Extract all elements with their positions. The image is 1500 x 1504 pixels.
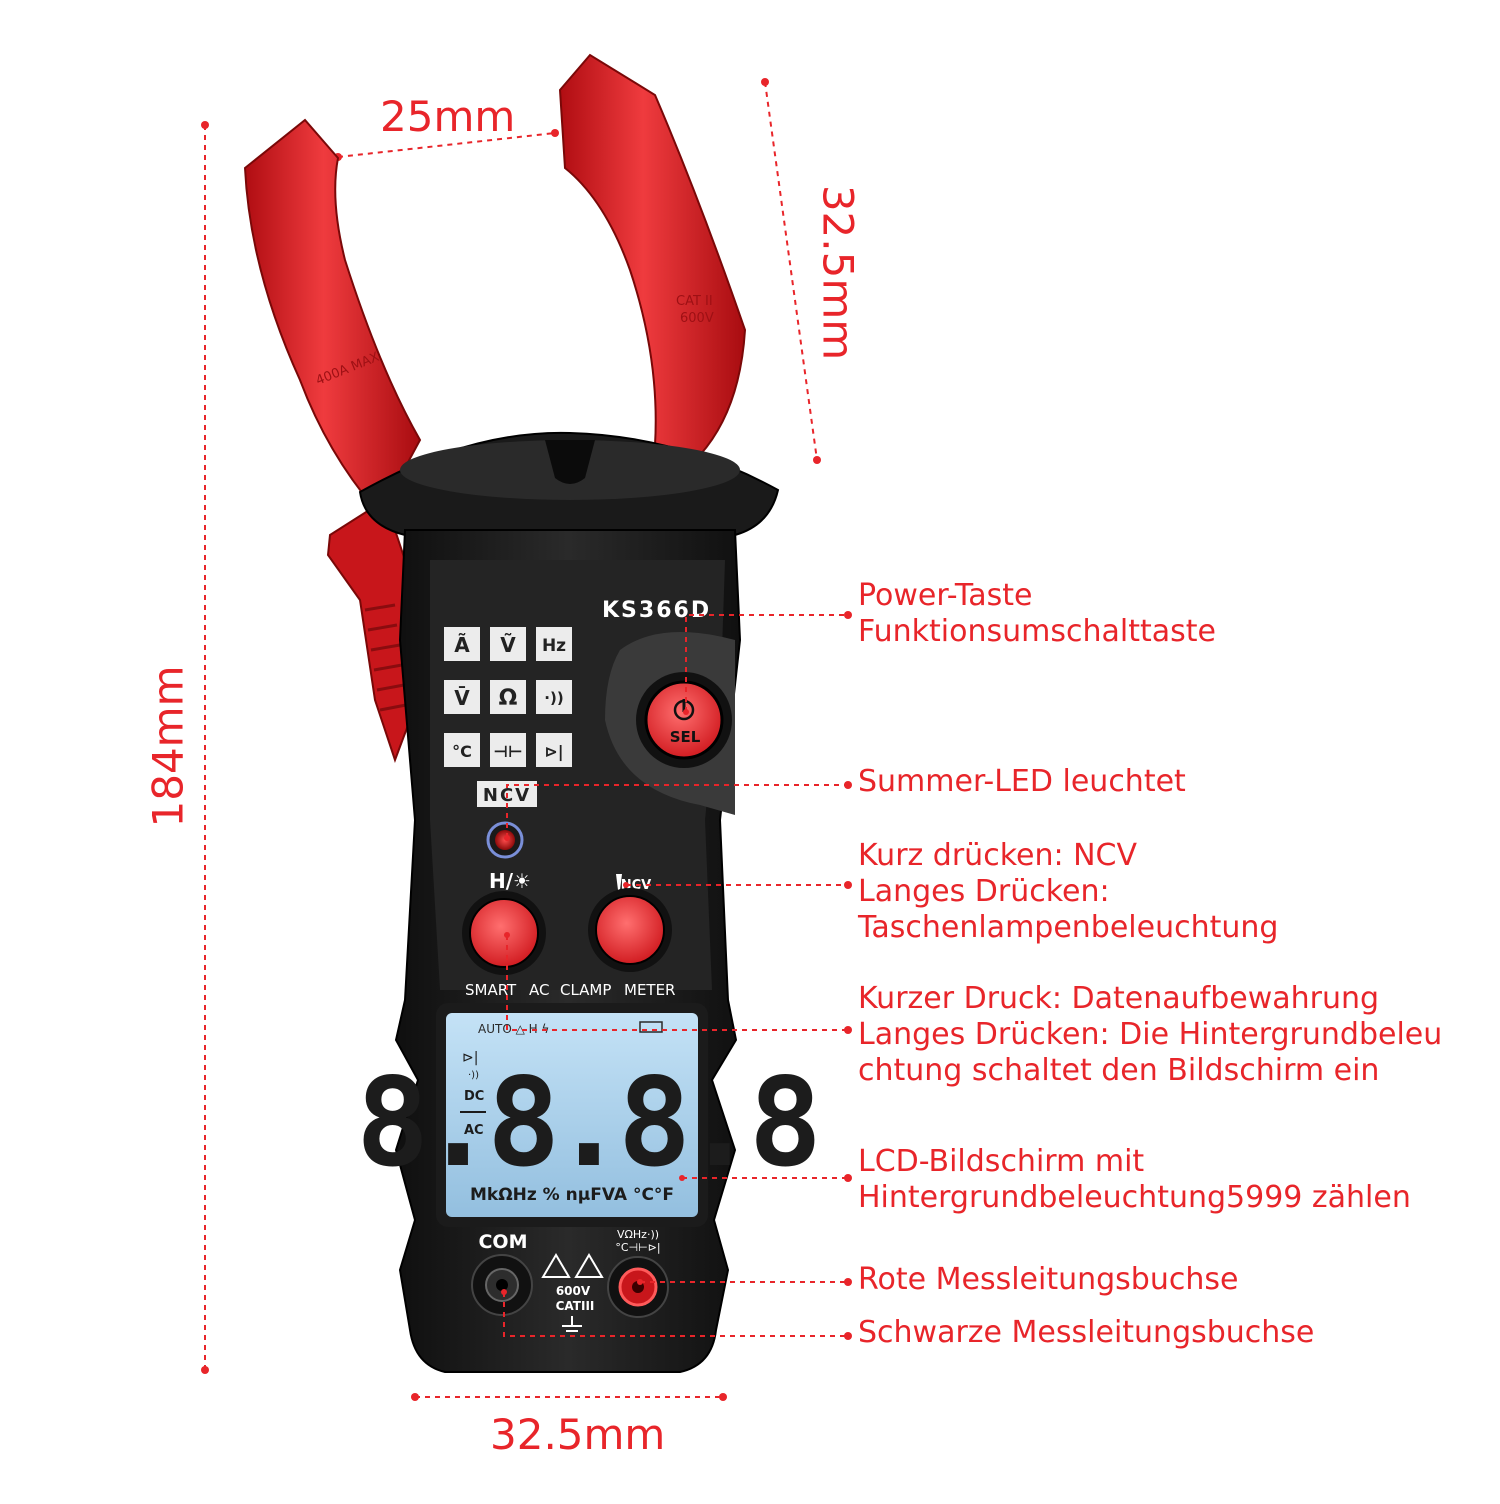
leader-led (506, 784, 846, 838)
svg-text:AC: AC (529, 981, 549, 999)
com-label: COM (478, 1231, 527, 1253)
lcd-screen (446, 1013, 698, 1217)
ncv-flashlight-button[interactable] (595, 895, 665, 965)
callout-leaders (503, 614, 846, 1337)
right-jaw (558, 53, 747, 457)
dim-label-total-height: 184mm (143, 665, 193, 828)
svg-text:SMART: SMART (465, 981, 517, 999)
callout-black-jack: Schwarze Messleitungsbuchse (858, 1315, 1315, 1350)
svg-text:·)): ·)) (544, 689, 563, 707)
hold-backlight-label: H/☀ (489, 869, 531, 893)
fn-capacitance-icon (490, 733, 526, 767)
callout-buzzer-led: Summer-LED leuchtet (858, 764, 1186, 799)
svg-text:AC: AC (464, 1123, 484, 1138)
fn-ac-voltage-icon (490, 627, 526, 661)
lcd-left-indicators: ⊳| ·)) DC AC (460, 1050, 486, 1138)
flashlight-icon (616, 874, 622, 890)
warning-triangle-icons (541, 1253, 604, 1278)
dim-line-jaw-opening (337, 132, 556, 158)
callout-ncv-button: Kurz drücken: NCV Langes Drücken: Tasche… (858, 838, 1279, 945)
svg-text:⊳|: ⊳| (544, 742, 563, 762)
svg-text:Ṽ: Ṽ (500, 633, 516, 657)
callout-lcd: LCD-Bildschirm mit Hintergrundbeleuchtun… (858, 1144, 1411, 1215)
dim-label-jaw-depth: 32.5mm (813, 184, 863, 361)
dim-label-body-width: 32.5mm (490, 1410, 666, 1459)
svg-text:DC: DC (464, 1089, 484, 1104)
callout-power-button: Power-Taste Funktionsumschalttaste (858, 578, 1216, 649)
function-icon-grid: Ã Ṽ Hz V̄ Ω ·)) °C ⊣⊢ ⊳| (444, 627, 572, 767)
callout-dots (501, 611, 852, 1340)
svg-text:Hz: Hz (542, 636, 566, 656)
lcd-digits: 8.8.8.8 (356, 1052, 815, 1194)
callout-hold-button: Kurzer Druck: Datenaufbewahrung Langes D… (858, 981, 1443, 1088)
battery-icon (639, 1021, 663, 1033)
fn-continuity-icon (536, 680, 572, 714)
lcd-units: MkΩHz % nμFVA °C°F (470, 1185, 674, 1205)
leader-power (685, 614, 846, 712)
fn-dc-voltage-icon (444, 680, 480, 714)
fn-frequency-icon (536, 627, 572, 661)
dim-label-jaw-opening: 25mm (380, 92, 516, 141)
fn-resistance-icon (490, 680, 526, 714)
svg-text:⊣⊢: ⊣⊢ (493, 742, 522, 761)
dimension-dots (201, 78, 821, 1401)
fn-temperature-icon (444, 733, 480, 767)
right-jaw-voltage: 600V (680, 311, 714, 326)
leader-hold (506, 935, 846, 1031)
trigger-ridges (364, 603, 407, 712)
mode-labels: SMART AC CLAMP METER (465, 981, 675, 999)
svg-text:Ã: Ã (454, 633, 470, 657)
dimension-lines (204, 81, 818, 1398)
svg-text:Ω: Ω (499, 686, 518, 711)
svg-text:⊳|: ⊳| (462, 1050, 478, 1066)
fn-ac-current-icon (444, 627, 480, 661)
jaw-pivot (545, 440, 595, 484)
left-jaw (243, 118, 422, 523)
safety-category: CATIII (556, 1299, 595, 1313)
dim-line-jaw-depth (764, 81, 818, 461)
red-jack-label-bottom: °C⊣⊢⊳| (615, 1241, 660, 1254)
model-label: KS366D (602, 598, 711, 623)
red-jack-label-top: VΩHz·)) (617, 1228, 659, 1241)
svg-text:°C: °C (452, 742, 472, 761)
callout-red-jack: Rote Messleitungsbuchse (858, 1262, 1239, 1297)
right-jaw-cat: CAT II (676, 294, 713, 309)
svg-text:V̄: V̄ (454, 686, 470, 710)
power-button-label: SEL (670, 728, 701, 746)
leader-black-jack (503, 1292, 846, 1337)
hold-backlight-button[interactable] (469, 898, 539, 968)
svg-text:CLAMP: CLAMP (560, 981, 611, 999)
svg-text:·)): ·)) (468, 1070, 479, 1081)
safety-voltage: 600V (556, 1284, 591, 1298)
fn-diode-icon (536, 733, 572, 767)
svg-text:METER: METER (624, 981, 675, 999)
